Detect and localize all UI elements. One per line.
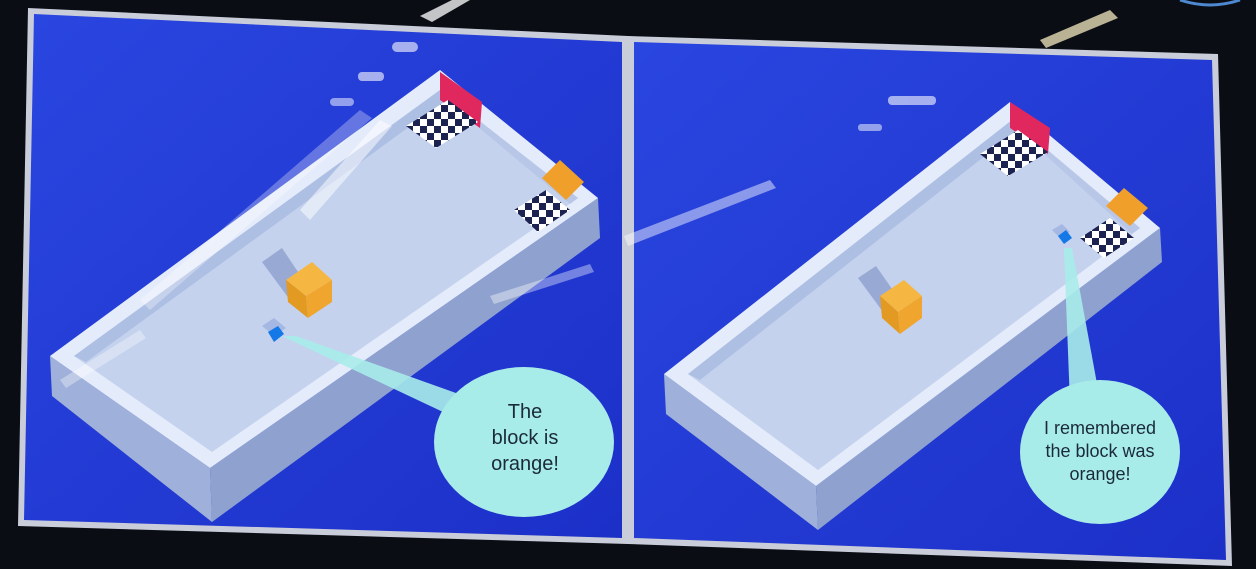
right-speech-line-1: I remembered [1018,417,1182,440]
right-speech-line-2: the block was [1018,440,1182,463]
right-panel [628,36,1232,566]
left-speech-line-1: The [470,399,580,425]
right-speech-text: I remembered the block was orange! [1018,417,1182,486]
left-speech-text: The block is orange! [470,399,580,477]
left-speech-line-3: orange! [470,451,580,477]
right-speech-line-3: orange! [1018,463,1182,486]
left-speech-line-2: block is [470,425,580,451]
